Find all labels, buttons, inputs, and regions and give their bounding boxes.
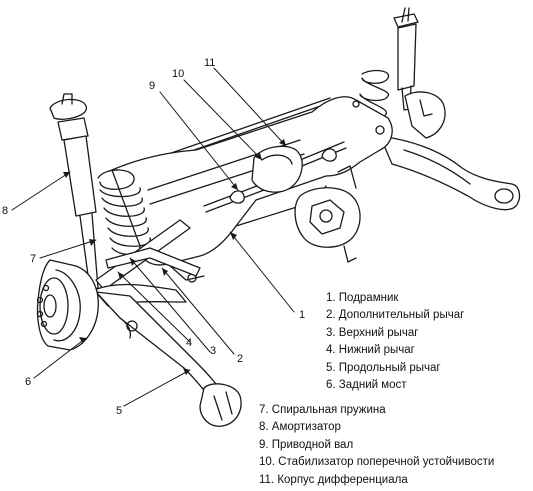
leader-lines [11,67,295,407]
callout-4: 4 [186,337,192,349]
legend-item-7: 7. Спиральная пружина [259,404,386,416]
callout-8: 8 [2,205,8,217]
legend-item-6: 6. Задний мост [326,378,407,391]
callout-3: 3 [210,345,216,357]
callout-11: 11 [204,57,215,69]
legend-item-5: 5. Продольный рычаг [326,361,441,374]
trailing-arm [95,291,242,427]
legend-item-4: 4. Нижний рычаг [326,344,415,357]
callout-9: 9 [149,80,155,92]
callout-numbers: 1 2 3 4 5 6 7 8 9 10 11 [2,57,305,417]
differential-housing [251,145,361,263]
right-lower-arm [379,135,521,211]
callout-10: 10 [172,68,184,80]
left-shock-absorber [49,93,99,291]
legend-item-8: 8. Амортизатор [259,421,341,434]
callout-2: 2 [237,353,243,365]
leader-arrowheads [63,139,286,375]
legend-item-3: 3. Верхний рычаг [326,326,419,339]
callout-1: 1 [299,309,305,321]
callout-6: 6 [25,376,31,388]
callout-7: 7 [30,253,36,265]
legend-list-2: 7. Спиральная пружина 8. Амортизатор 9. … [259,402,494,489]
right-wheel-carrier [404,91,446,139]
legend-list-1: 1. Подрамник 2. Дополнительный рычаг 3. … [326,290,464,394]
drive-shaft [203,141,347,213]
right-shock-absorber [393,7,419,111]
legend-item-1: 1. Подрамник [326,292,399,304]
legend-item-11: 11. Корпус дифференциала [259,473,408,486]
legend-item-9: 9. Приводной вал [259,438,354,451]
legend-item-10: 10. Стабилизатор поперечной устойчивости [259,456,495,469]
legend-item-2: 2. Дополнительный рычаг [326,309,465,322]
rear-axle [36,259,99,351]
callout-5: 5 [116,405,122,417]
additional-arm [105,247,201,277]
right-coil-spring [357,69,390,120]
